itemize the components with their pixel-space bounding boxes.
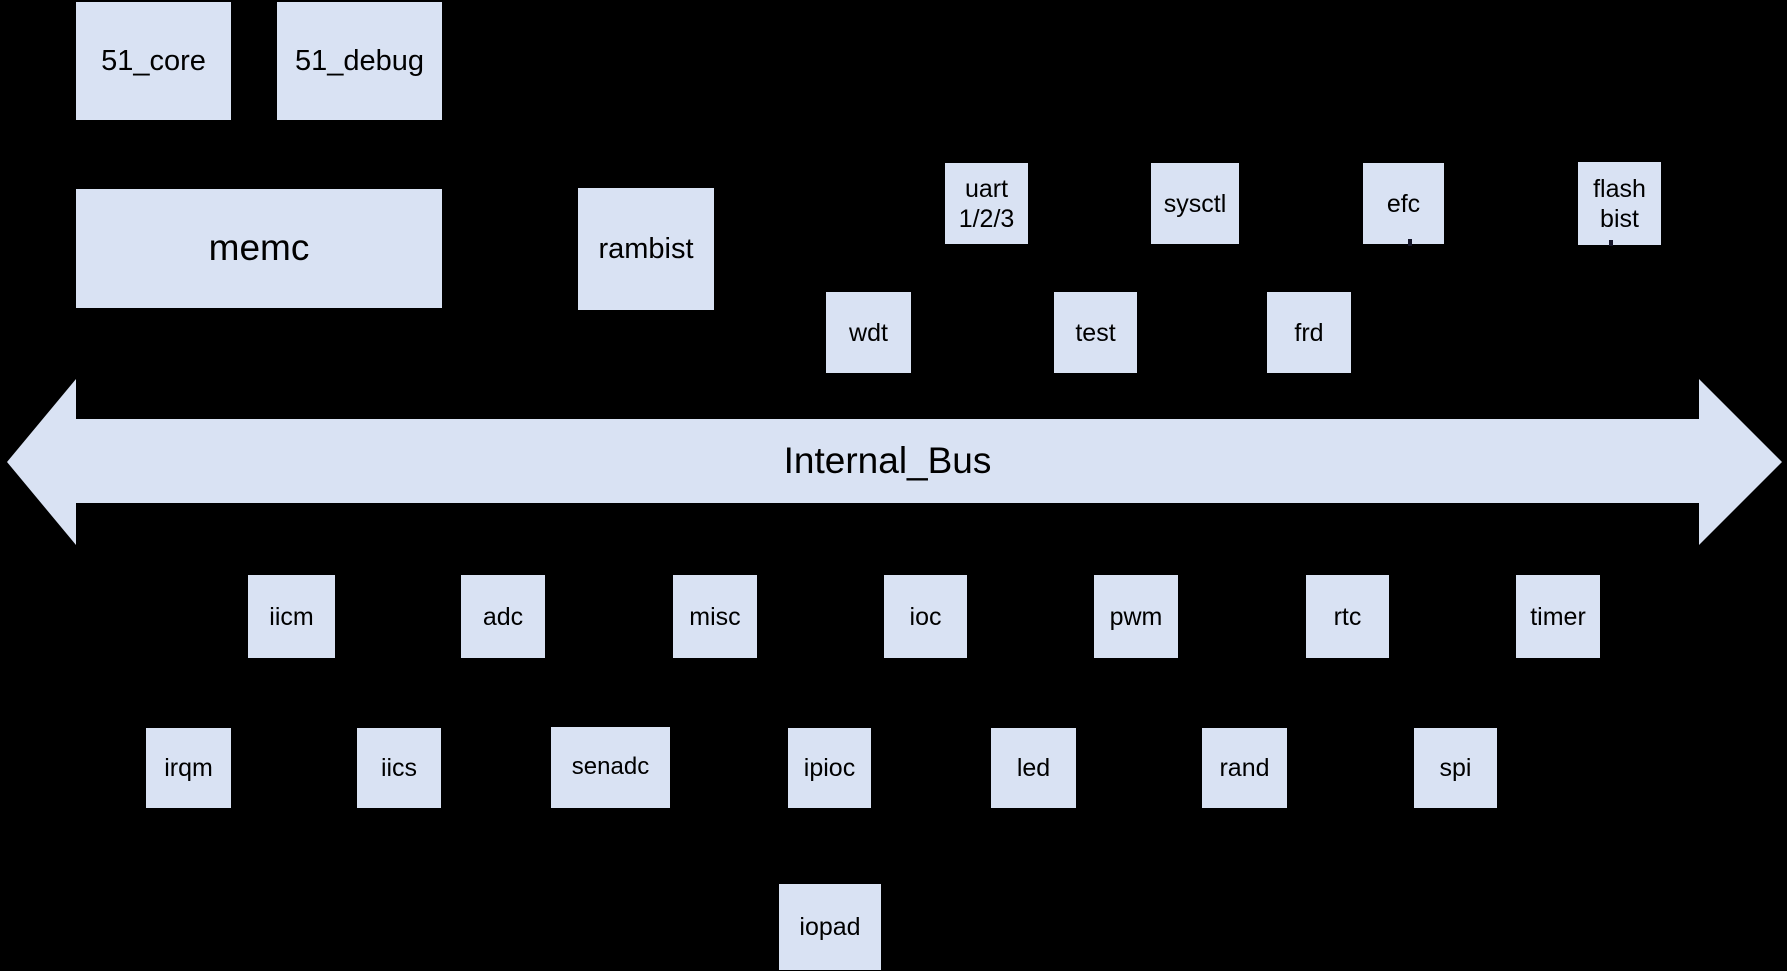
block-frd: frd — [1267, 292, 1351, 373]
block-iics: iics — [357, 728, 441, 808]
block-rambist: rambist — [578, 188, 714, 310]
block-rand: rand — [1202, 728, 1287, 808]
block-ipioc: ipioc — [788, 728, 871, 808]
block-flash-bist: flash bist — [1578, 162, 1661, 245]
block-test: test — [1054, 292, 1137, 373]
block-iicm: iicm — [248, 575, 335, 658]
block-51-debug: 51_debug — [277, 2, 442, 120]
block-memc: memc — [76, 189, 442, 308]
block-wdt: wdt — [826, 292, 911, 373]
block-spi: spi — [1414, 728, 1497, 808]
block-uart-1-2-3: uart 1/2/3 — [945, 163, 1028, 244]
block-sysctl: sysctl — [1151, 163, 1239, 244]
block-senadc: senadc — [551, 727, 670, 808]
bus-arrow-shape — [7, 379, 1782, 545]
block-efc: efc — [1363, 163, 1444, 244]
block-irqm: irqm — [146, 728, 231, 808]
block-pwm: pwm — [1094, 575, 1178, 658]
block-led: led — [991, 728, 1076, 808]
internal-bus-label: Internal_Bus — [783, 440, 992, 481]
block-timer: timer — [1516, 575, 1600, 658]
block-rtc: rtc — [1306, 575, 1389, 658]
block-ioc: ioc — [884, 575, 967, 658]
block-51-core: 51_core — [76, 2, 231, 120]
block-misc: misc — [673, 575, 757, 658]
block-iopad: iopad — [779, 884, 881, 970]
connector-tick-efc — [1408, 239, 1412, 246]
connector-tick-flash-bist — [1609, 240, 1613, 246]
block-adc: adc — [461, 575, 545, 658]
